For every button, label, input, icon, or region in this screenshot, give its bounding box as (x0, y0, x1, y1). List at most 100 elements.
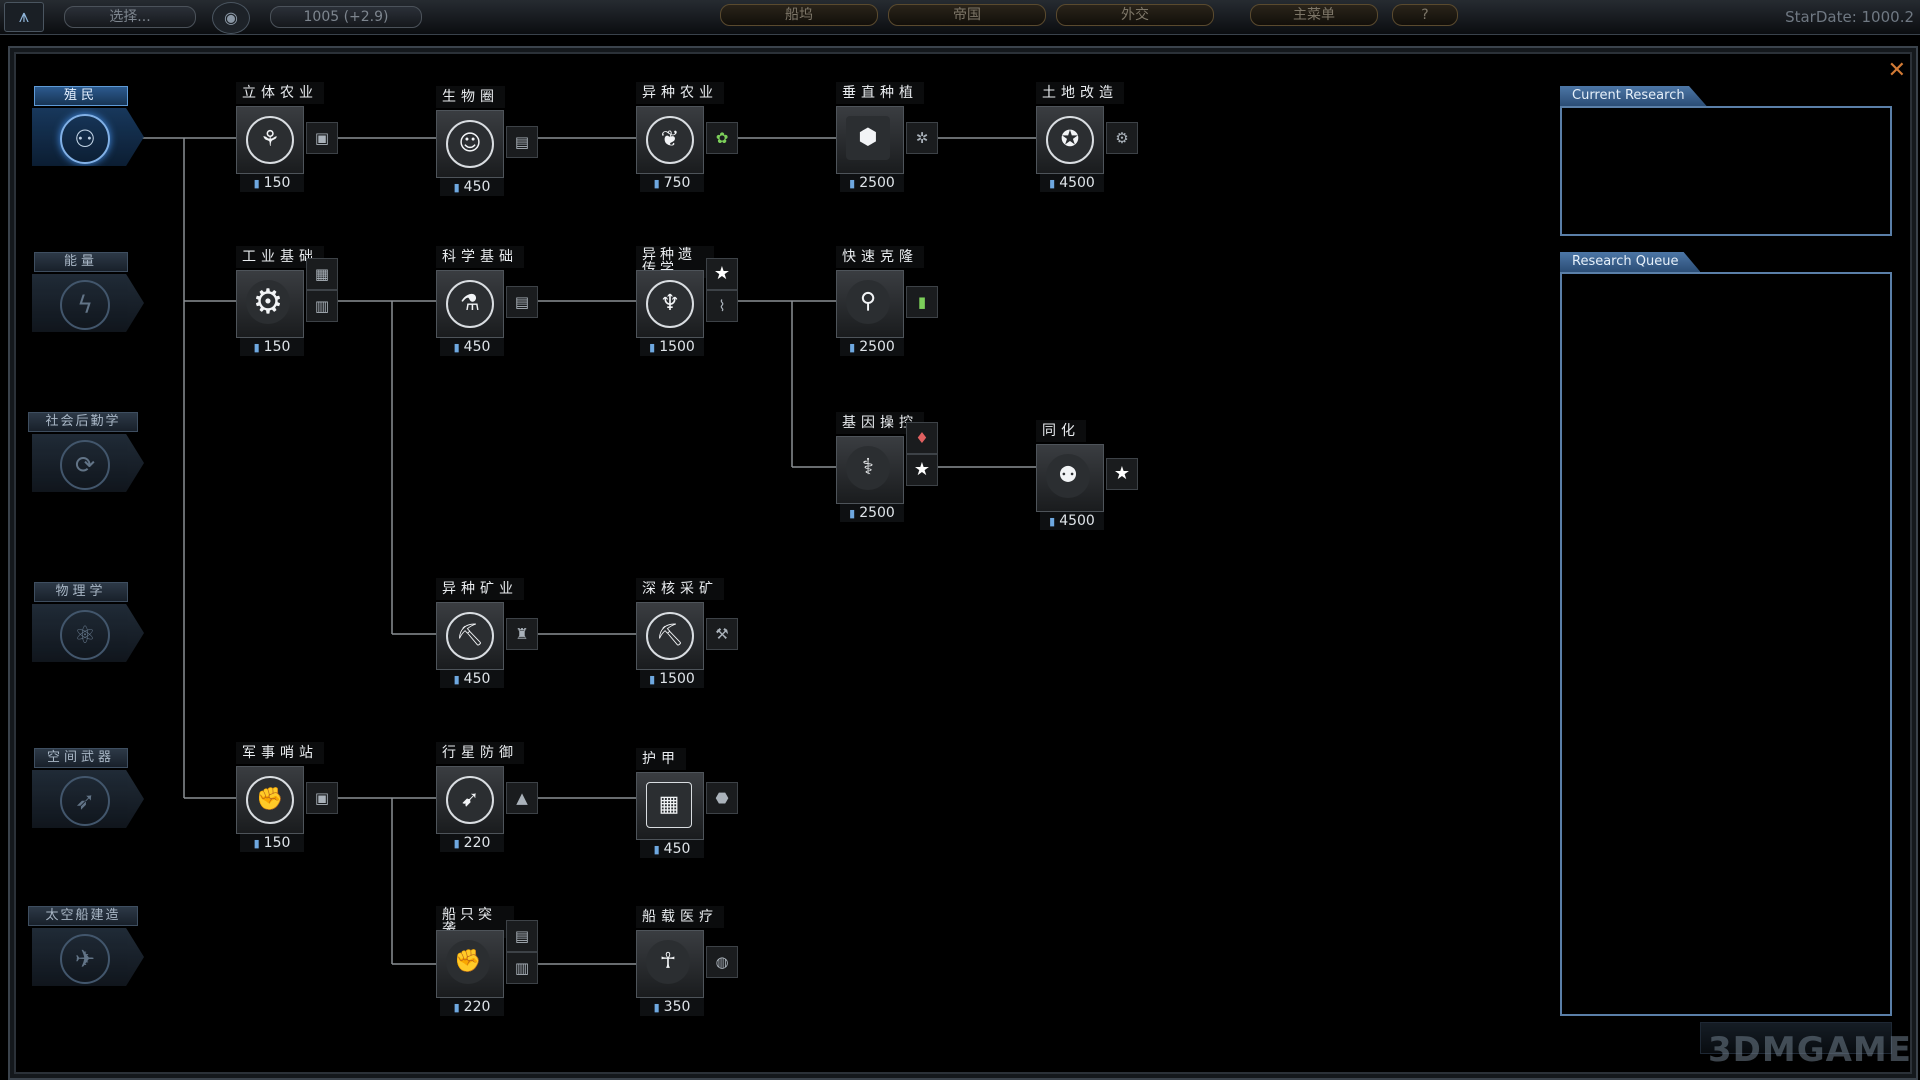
factory-icon: ▦ (306, 258, 338, 290)
tech-cost: ▮350 (640, 998, 704, 1016)
tech-military-outpost[interactable]: 军事哨站 ✊ ▣ ▮150 (236, 742, 386, 852)
mine-icon: ▥ (306, 290, 338, 322)
defense-turret-icon: ▲ (506, 782, 538, 814)
tech-title: 异种农业 (636, 82, 724, 104)
clone-vat-icon: ▮ (906, 286, 938, 318)
research-point-icon: ▮ (1049, 515, 1056, 528)
colonists-icon: ⚇ (60, 114, 110, 164)
tech-armor[interactable]: 护甲 ▦ ⬣ ▮450 (636, 748, 786, 858)
gear-icon: ⚙ (246, 280, 290, 324)
research-point-icon: ▮ (253, 177, 260, 190)
tech-biosphere[interactable]: 生物圈 ☺ ▤ ▮450 (436, 86, 586, 196)
tech-title: 垂直种植 (836, 82, 924, 104)
research-point-icon: ▮ (653, 843, 660, 856)
stardate-display: StarDate: 1000.2 (1785, 8, 1914, 26)
tech-title: 护甲 (636, 748, 686, 770)
research-point-icon: ▮ (253, 837, 260, 850)
drill-machine-icon: ⚒ (706, 618, 738, 650)
current-research-tab: Current Research (1560, 86, 1707, 106)
tech-vertical-planting[interactable]: 垂直种植 ⬢ ✲ ▮2500 (836, 82, 986, 192)
current-research-panel (1560, 106, 1892, 236)
research-point-icon: ▮ (653, 1001, 660, 1014)
tech-cost: ▮450 (440, 670, 504, 688)
research-point-icon: ▮ (453, 1001, 460, 1014)
medic-figure-icon: ☥ (646, 940, 690, 984)
tab-main-menu[interactable]: 主菜单 (1250, 4, 1378, 26)
tech-cost: ▮4500 (1040, 174, 1104, 192)
tech-rapid-cloning[interactable]: 快速克隆 ⚲ ▮ ▮2500 (836, 246, 986, 356)
research-point-icon: ▮ (453, 837, 460, 850)
tech-vertical-farming[interactable]: 立体农业 ⚘ ▣ ▮150 (236, 82, 386, 192)
social-logistics-icon: ⟳ (60, 440, 110, 490)
tech-xeno-genetics[interactable]: 异种遗传学 ♆ ★ ⌇ ▮1500 (636, 246, 786, 356)
close-icon[interactable]: ✕ (1887, 58, 1906, 83)
help-button[interactable]: ? (1392, 4, 1458, 26)
credits-display: 1005 (+2.9) (270, 6, 422, 28)
farm-building-icon: ▣ (306, 122, 338, 154)
tab-empire[interactable]: 帝国 (888, 4, 1046, 26)
tech-deep-core-mining[interactable]: 深核采矿 ⛏ ⚒ ▮1500 (636, 578, 786, 688)
star-ring-icon: ✪ (1046, 116, 1094, 164)
tab-diplomacy[interactable]: 外交 (1056, 4, 1214, 26)
armored-ship-icon: ⬣ (706, 782, 738, 814)
tech-title: 立体农业 (236, 82, 324, 104)
credits-coin-icon: ◉ (212, 2, 250, 34)
tech-xeno-mining[interactable]: 异种矿业 ⛏ ♜ ▮450 (436, 578, 586, 688)
mining-cart-icon: ⛏ (446, 612, 494, 660)
tech-assimilation[interactable]: 同化 ⚉ ★ ▮4500 (1036, 420, 1186, 530)
top-bar: ⩚ 选择... ◉ 1005 (+2.9) 船坞 帝国 外交 主菜单 ? Sta… (0, 0, 1920, 35)
category-label: 殖民 (34, 86, 128, 106)
tech-title: 土地改造 (1036, 82, 1124, 104)
game-logo-icon[interactable]: ⩚ (4, 2, 44, 32)
research-point-icon: ▮ (649, 673, 656, 686)
lab-building-icon: ▤ (506, 286, 538, 318)
winged-fist-icon: ✊ (446, 940, 490, 984)
tech-title: 快速克隆 (836, 246, 924, 268)
tech-cost: ▮1500 (640, 338, 704, 356)
queue-action-bar[interactable] (1700, 1022, 1892, 1054)
space-weapons-icon: ➶ (60, 776, 110, 826)
boarding-pod-icon: ▤ (506, 920, 538, 952)
tech-ship-medical[interactable]: 船载医疗 ☥ ◍ ▮350 (636, 906, 786, 1016)
tech-title: 异种矿业 (436, 578, 524, 600)
research-point-icon: ▮ (649, 341, 656, 354)
scientist-icon: ⚕ (846, 446, 890, 490)
medical-module-icon: ◍ (706, 946, 738, 978)
tab-shipyard[interactable]: 船坞 (720, 4, 878, 26)
select-button[interactable]: 选择... (64, 6, 196, 28)
deep-mining-icon: ⛏ (646, 612, 694, 660)
tech-science-base[interactable]: 科学基础 ⚗ ▤ ▮450 (436, 246, 586, 356)
tech-title: 生物圈 (436, 86, 505, 108)
tech-gene-manipulation[interactable]: 基因操控 ⚕ ♦ ★ ▮2500 (836, 412, 986, 522)
tech-title: 深核采矿 (636, 578, 724, 600)
star-icon: ★ (906, 454, 938, 486)
research-point-icon: ▮ (849, 177, 856, 190)
star-icon: ★ (1106, 458, 1138, 490)
tech-title: 基因操控 (836, 412, 924, 434)
star-icon: ★ (706, 258, 738, 290)
tech-terraforming[interactable]: 土地改造 ✪ ⚙ ▮4500 (1036, 82, 1186, 192)
group-people-icon: ⚉ (1046, 454, 1090, 498)
tech-title: 船载医疗 (636, 906, 724, 928)
biosphere-building-icon: ▤ (506, 126, 538, 158)
research-queue-panel (1560, 272, 1892, 1016)
research-queue-tab: Research Queue (1560, 252, 1701, 272)
tech-cost: ▮450 (440, 178, 504, 196)
tech-cost: ▮220 (440, 834, 504, 852)
tech-planetary-defense[interactable]: 行星防御 ➹ ▲ ▮220 (436, 742, 586, 852)
tech-industrial-base[interactable]: 工业基础 ⚙ ▦ ▥ ▮150 (236, 246, 386, 356)
miner-icon: ♜ (506, 618, 538, 650)
person-plus-icon: ☺ (446, 120, 494, 168)
tech-ship-boarding[interactable]: 船只突袭 ✊ ▤ ▥ ▮220 (436, 906, 586, 1016)
dna-icon: ⌇ (706, 290, 738, 322)
wheat-icon: ⚘ (246, 116, 294, 164)
tech-xeno-farming[interactable]: 异种农业 ❦ ✿ ▮750 (636, 82, 786, 192)
tech-cost: ▮2500 (840, 174, 904, 192)
tech-cost: ▮2500 (840, 504, 904, 522)
clone-person-icon: ⚲ (846, 280, 890, 324)
tech-cost: ▮750 (640, 174, 704, 192)
boarding-crew-icon: ▥ (506, 952, 538, 984)
terraform-machine-icon: ⚙ (1106, 122, 1138, 154)
crate-wheat-icon: ⬢ (846, 116, 890, 160)
tech-title: 军事哨站 (236, 742, 324, 764)
